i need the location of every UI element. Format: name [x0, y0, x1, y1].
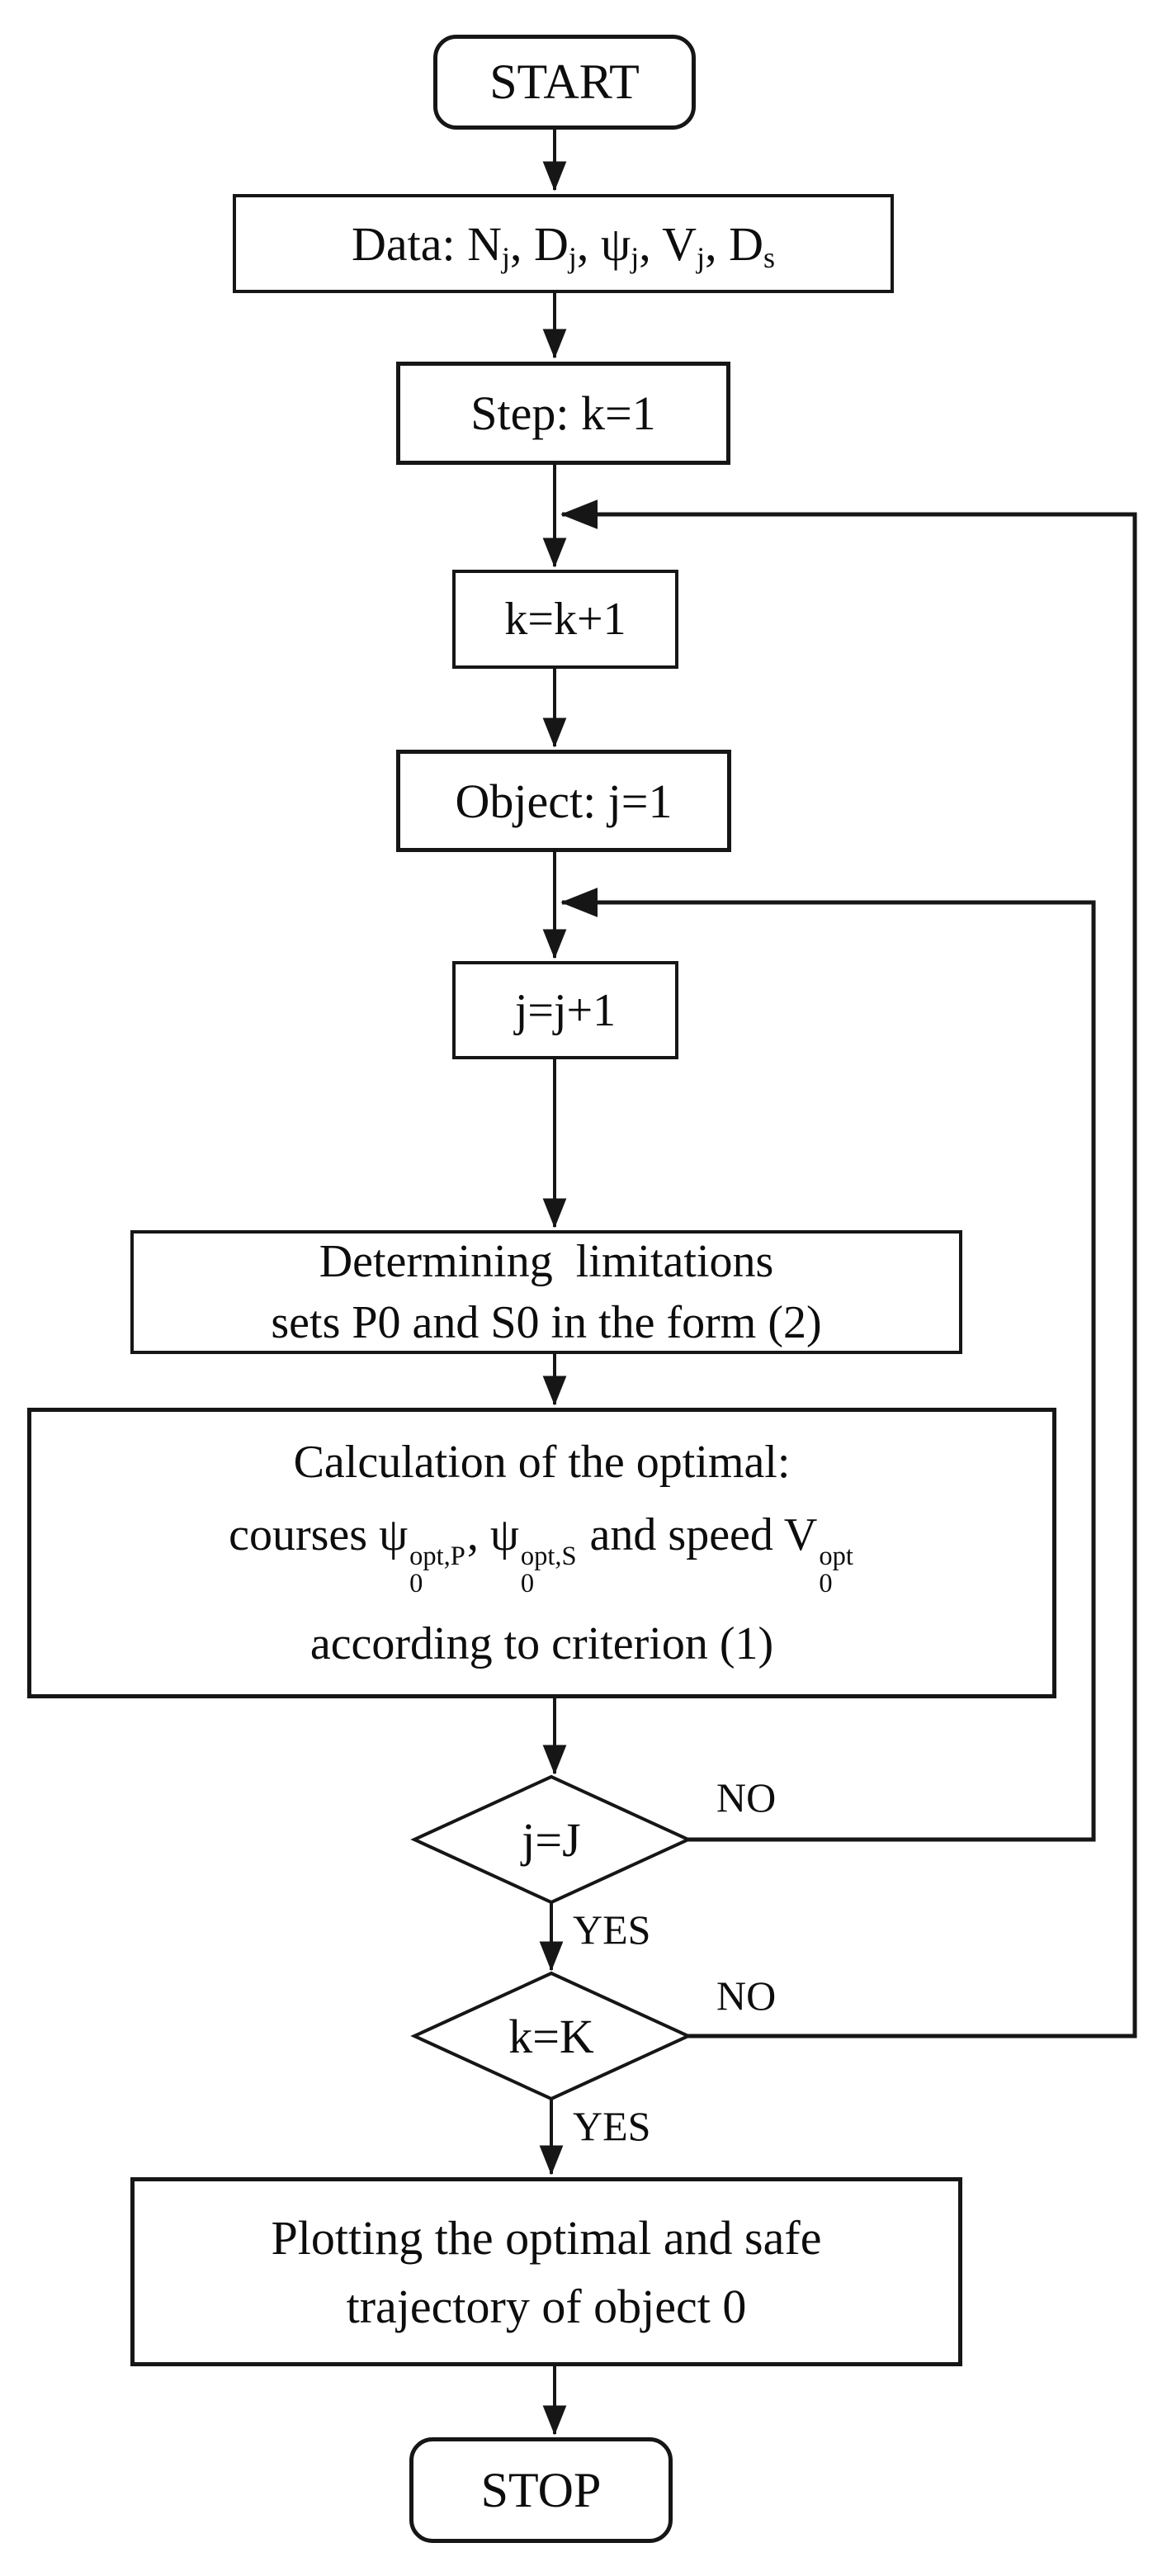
node-start: START [433, 35, 696, 130]
label-yes-j: YES [573, 1906, 651, 1953]
psi-opt-s-base: ψ [489, 1508, 519, 1560]
label-no-j: NO [716, 1774, 777, 1821]
start-label: START [489, 54, 640, 109]
node-decision-k-label: k=K [508, 2009, 594, 2063]
plotting-line1: Plotting the optimal and safe [271, 2210, 822, 2265]
determine-line2: sets P0 and S0 in the form (2) [271, 1297, 822, 1348]
calculation-courses-text: courses [229, 1508, 380, 1560]
node-determine-limitations: Determining limitations sets P0 and S0 i… [130, 1230, 962, 1354]
formula-and-speed-text: and speed [578, 1508, 784, 1560]
determine-line1: Determining limitations [319, 1236, 774, 1287]
stop-label: STOP [480, 2462, 602, 2517]
data-label: Data: Nj, Dj, ψj, Vj, Ds [352, 216, 775, 274]
speed-base: V [783, 1508, 818, 1560]
plotting-line2: trajectory of object 0 [346, 2279, 747, 2333]
node-step-init: Step: k=1 [396, 362, 730, 465]
loop-j-no-feedback [560, 888, 1096, 1842]
node-object-init: Object: j=1 [396, 750, 731, 852]
calculation-line1: Calculation of the optimal: [293, 1437, 791, 1489]
decision-j-diamond [410, 1774, 692, 1905]
node-decision-j-label: j=J [522, 1812, 581, 1867]
node-plotting: Plotting the optimal and safe trajectory… [130, 2177, 962, 2366]
object-label: Object: j=1 [455, 774, 673, 828]
label-no-k: NO [716, 1972, 777, 2019]
decision-k-diamond [410, 1971, 692, 2101]
node-j-increment: j=j+1 [452, 961, 678, 1059]
formula-comma: , [466, 1508, 490, 1560]
node-data-input: Data: Nj, Dj, ψj, Vj, Ds [233, 194, 894, 293]
calculation-line3: according to criterion (1) [309, 1617, 774, 1669]
node-stop: STOP [409, 2437, 673, 2543]
k-increment-label: k=k+1 [504, 594, 626, 645]
node-k-increment: k=k+1 [452, 570, 678, 669]
label-yes-k: YES [573, 2103, 651, 2149]
loop-k-no-feedback [560, 500, 1137, 2039]
step-label: Step: k=1 [470, 386, 656, 440]
psi-opt-p-base: ψ [379, 1508, 409, 1560]
j-increment-label: j=j+1 [514, 984, 617, 1036]
